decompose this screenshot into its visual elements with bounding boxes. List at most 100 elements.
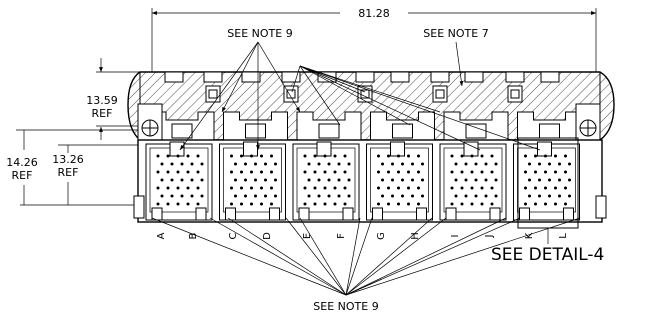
cavity-contact xyxy=(392,123,413,139)
latch-window xyxy=(205,85,221,103)
pin-label-e: E xyxy=(302,233,313,239)
latch-inner xyxy=(360,89,370,99)
pin-dot xyxy=(490,186,494,190)
leader-note-7 xyxy=(291,65,301,93)
pin-label-c: C xyxy=(228,232,239,239)
pin-dot xyxy=(464,194,468,198)
port-tab xyxy=(169,141,185,157)
pin-dot xyxy=(230,186,233,190)
pin-dot xyxy=(377,202,380,206)
pin-dot xyxy=(381,194,384,198)
see-detail-4: SEE DETAIL-4 xyxy=(491,245,604,265)
pin-dot xyxy=(544,170,547,174)
pin-dot xyxy=(480,186,484,190)
pin-dot xyxy=(407,170,410,174)
note-leaders-top xyxy=(179,41,541,151)
pin-dot xyxy=(554,186,557,190)
pin-dot xyxy=(387,170,390,174)
see-note-9-top: SEE NOTE 9 xyxy=(227,27,292,40)
pin-dot xyxy=(317,178,321,182)
pin-dot xyxy=(170,178,174,182)
pin-label-d: D xyxy=(262,232,273,240)
pin-dot xyxy=(401,194,404,198)
pin-dot xyxy=(260,154,263,158)
pin-dot xyxy=(534,186,537,190)
pin-dot xyxy=(397,154,400,158)
pin-dot xyxy=(454,178,458,182)
pin-dot xyxy=(534,170,537,174)
leader-note-9-bottom xyxy=(299,217,347,296)
pin-dot xyxy=(327,178,331,182)
pin-dot xyxy=(474,194,478,198)
pin-dot xyxy=(538,162,541,166)
housing-notch xyxy=(390,71,410,83)
pin-dot xyxy=(377,154,380,158)
pin-dot xyxy=(417,186,420,190)
pin-dot xyxy=(397,170,400,174)
pin-dot xyxy=(337,162,341,166)
pin-dot xyxy=(474,162,478,166)
pin-dot xyxy=(333,202,337,206)
height-inner-ref: REF xyxy=(58,166,79,179)
pin-label-h: H xyxy=(410,232,421,240)
housing-notch xyxy=(355,71,375,83)
pin-dot xyxy=(250,186,253,190)
pin-dot xyxy=(303,186,307,190)
pin-dot xyxy=(323,170,327,174)
height-dimensions: 13.59 REF 14.26 REF 13.26 REF xyxy=(6,58,140,206)
pin-dot xyxy=(260,202,263,206)
pin-dot xyxy=(186,154,190,158)
pin-dot xyxy=(377,186,380,190)
leader-note-7 xyxy=(299,65,541,151)
pin-dot xyxy=(166,170,170,174)
pin-dot xyxy=(343,202,347,206)
pin-dot xyxy=(411,178,414,182)
port-foot xyxy=(195,207,207,221)
pin-dot xyxy=(307,194,311,198)
pin-dot xyxy=(407,154,410,158)
pin-dot xyxy=(347,194,351,198)
housing-notch xyxy=(505,71,525,83)
right-screw xyxy=(575,103,601,141)
pin-dot xyxy=(464,178,468,182)
pin-dot xyxy=(180,194,184,198)
pin-dot xyxy=(381,162,384,166)
latch-inner xyxy=(510,89,520,99)
pin-dot xyxy=(460,186,464,190)
pin-dot xyxy=(327,194,331,198)
pin-dot xyxy=(156,154,160,158)
leader-note-9-bottom xyxy=(345,217,361,296)
pin-dot xyxy=(234,194,237,198)
pin-dot xyxy=(170,162,174,166)
port-tab xyxy=(316,141,332,157)
leader-note-7-main xyxy=(455,41,464,87)
pin-dot xyxy=(244,178,247,182)
pin-dot xyxy=(480,154,484,158)
pin-dot xyxy=(421,162,424,166)
housing-notch xyxy=(203,71,223,83)
pin-dot xyxy=(303,170,307,174)
housing-notch xyxy=(430,71,450,83)
pin-dot xyxy=(411,162,414,166)
pin-dot xyxy=(240,170,243,174)
latch-inner xyxy=(435,89,445,99)
pin-label-g: G xyxy=(376,232,387,240)
pin-dot xyxy=(156,202,160,206)
port-foot xyxy=(298,207,310,221)
leader-note-9-bottom xyxy=(345,217,581,296)
pin-dot xyxy=(313,202,317,206)
see-note-9-bottom: SEE NOTE 9 xyxy=(313,300,378,313)
pin-dot xyxy=(327,162,331,166)
pin-dot xyxy=(480,202,484,206)
pin-dot xyxy=(554,170,557,174)
port-foot xyxy=(269,207,280,221)
pin-dot xyxy=(176,202,180,206)
connector-housing xyxy=(127,71,615,141)
height-total-value: 14.26 xyxy=(6,156,38,169)
see-note-7: SEE NOTE 7 xyxy=(423,27,488,40)
pin-dot xyxy=(494,162,498,166)
leader-note-9-bottom xyxy=(345,217,521,296)
pin-dot xyxy=(450,202,454,206)
pin-dot xyxy=(323,154,327,158)
